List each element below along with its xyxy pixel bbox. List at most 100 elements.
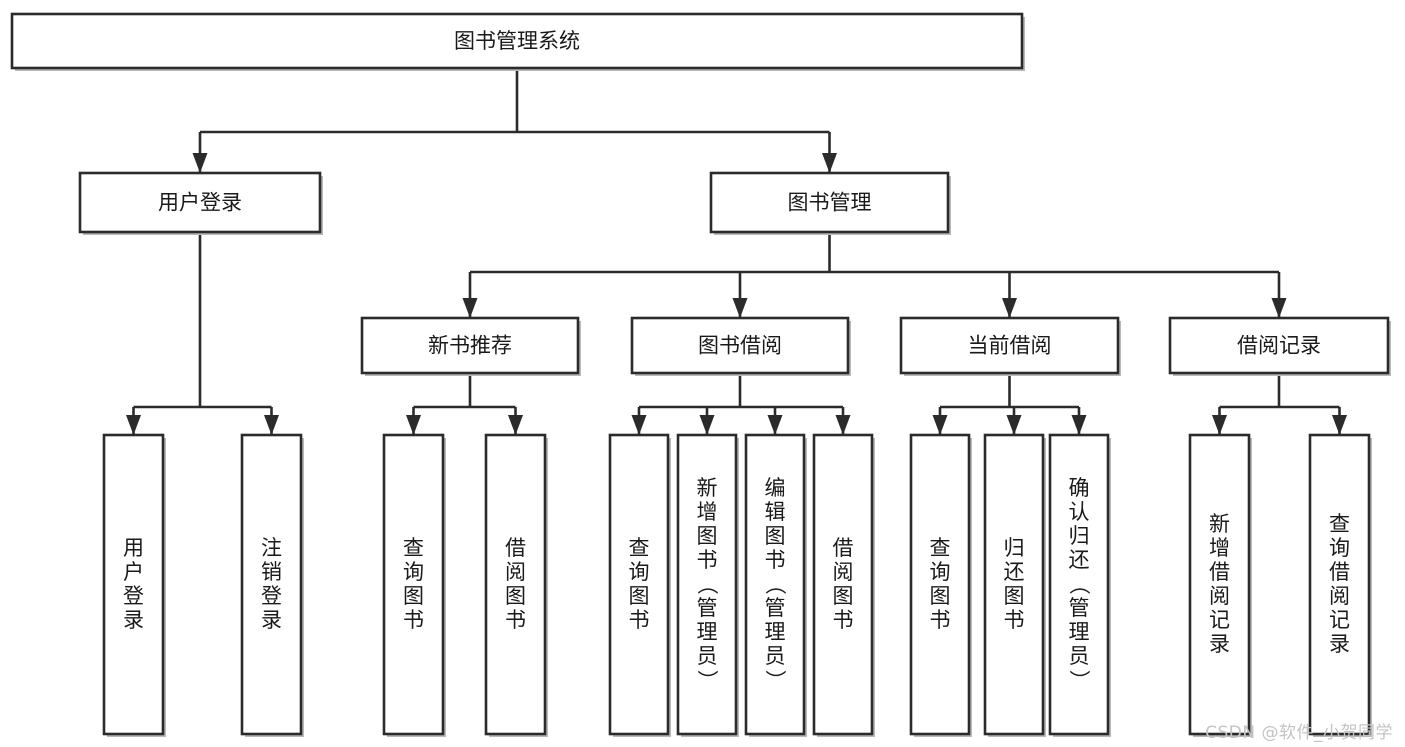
node-label-char: 图 <box>930 584 951 608</box>
node-label-char: 编 <box>765 476 786 500</box>
edge-arrowhead <box>264 415 279 435</box>
node-label-char: 图 <box>505 584 526 608</box>
node-label-char: 阅 <box>1329 584 1350 608</box>
node-label-char: 管 <box>765 596 786 620</box>
node-label-char: 记 <box>1209 608 1230 632</box>
node-leaf-0[interactable]: 用户登录 <box>102 433 166 737</box>
node-label-char: 认 <box>1069 500 1090 524</box>
node-l3-3[interactable]: 借阅记录 <box>1168 316 1391 376</box>
node-label-char: 销 <box>261 560 282 584</box>
node-label-char: 书 <box>505 608 526 632</box>
node-label-char: 新 <box>1209 512 1230 536</box>
edge-arrowhead <box>1212 415 1227 435</box>
node-label: 图书借阅 <box>698 334 782 358</box>
node-label-char: 管 <box>697 596 718 620</box>
edge-arrowhead <box>1071 415 1087 435</box>
node-label-char: 录 <box>1329 632 1350 656</box>
edge-arrowhead <box>835 415 851 435</box>
node-label-char: ） <box>763 670 787 691</box>
node-label-char: 户 <box>123 560 144 584</box>
node-label-char: 增 <box>697 500 718 524</box>
node-label-char: 录 <box>123 608 144 632</box>
node-label-char: 阅 <box>833 560 854 584</box>
edge-arrowhead <box>767 415 783 435</box>
edge-arrowhead <box>508 415 523 435</box>
node-label-char: ） <box>1067 670 1091 691</box>
node-label-char: 还 <box>1004 560 1025 584</box>
node-label-char: 书 <box>629 608 650 632</box>
node-label-char: 员 <box>765 644 786 668</box>
node-label-char: 借 <box>1209 560 1230 584</box>
node-label: 当前借阅 <box>968 334 1052 358</box>
node-label-char: 借 <box>505 536 526 560</box>
node-label: 图书管理系统 <box>454 29 580 53</box>
edge-arrowhead <box>192 153 208 173</box>
nodes-layer: 图书管理系统用户登录图书管理新书推荐图书借阅当前借阅借阅记录用户登录注销登录查询… <box>10 12 1391 737</box>
node-label-char: 注 <box>261 536 282 560</box>
node-label-char: 员 <box>697 644 718 668</box>
node-label-char: 询 <box>930 560 951 584</box>
node-label-char: 理 <box>697 620 718 644</box>
node-label: 用户登录 <box>158 191 242 215</box>
node-l2-1[interactable]: 图书管理 <box>709 171 951 235</box>
node-label-char: 登 <box>261 584 282 608</box>
node-l3-1[interactable]: 图书借阅 <box>630 316 851 376</box>
edge-arrowhead <box>932 415 948 435</box>
edge-arrowhead <box>1332 415 1347 435</box>
node-label-char: ） <box>695 670 719 691</box>
node-label-char: 书 <box>403 608 424 632</box>
edge-arrowhead <box>732 298 748 318</box>
node-label-char: 管 <box>1069 596 1090 620</box>
node-l3-2[interactable]: 当前借阅 <box>899 316 1121 376</box>
node-label: 新书推荐 <box>428 334 512 358</box>
node-label-char: 查 <box>1329 512 1350 536</box>
edge-arrowhead <box>462 298 478 318</box>
node-label: 图书管理 <box>788 191 872 215</box>
node-label-char: 查 <box>930 536 951 560</box>
node-l3-0[interactable]: 新书推荐 <box>360 316 581 376</box>
node-label-char: 记 <box>1329 608 1350 632</box>
node-label-char: 图 <box>403 584 424 608</box>
node-label-char: 询 <box>629 560 650 584</box>
node-label-char: 询 <box>1329 536 1350 560</box>
edge-arrowhead <box>699 415 715 435</box>
node-label-char: （ <box>763 574 787 595</box>
node-label-char: 登 <box>123 584 144 608</box>
node-label-char: 理 <box>1069 620 1090 644</box>
edge-arrowhead <box>1271 298 1287 318</box>
node-label-char: 书 <box>930 608 951 632</box>
node-label-char: 书 <box>765 548 786 572</box>
node-label-char: （ <box>1067 574 1091 595</box>
node-label-char: 图 <box>629 584 650 608</box>
node-label-char: 书 <box>697 548 718 572</box>
node-label-char: 借 <box>1329 560 1350 584</box>
node-label-char: 录 <box>1209 632 1230 656</box>
node-l2-0[interactable]: 用户登录 <box>78 171 323 235</box>
node-label-char: 查 <box>629 536 650 560</box>
node-label-char: 归 <box>1069 524 1090 548</box>
node-label-char: （ <box>695 574 719 595</box>
node-root-0[interactable]: 图书管理系统 <box>10 12 1025 71</box>
node-label-char: 图 <box>1004 584 1025 608</box>
node-label-char: 录 <box>261 608 282 632</box>
node-label-char: 员 <box>1069 644 1090 668</box>
node-label: 借阅记录 <box>1237 334 1321 358</box>
node-label-char: 图 <box>765 524 786 548</box>
node-label-char: 新 <box>697 476 718 500</box>
edges-layer <box>126 68 1347 435</box>
node-label-char: 理 <box>765 620 786 644</box>
edge-arrowhead <box>406 415 421 435</box>
